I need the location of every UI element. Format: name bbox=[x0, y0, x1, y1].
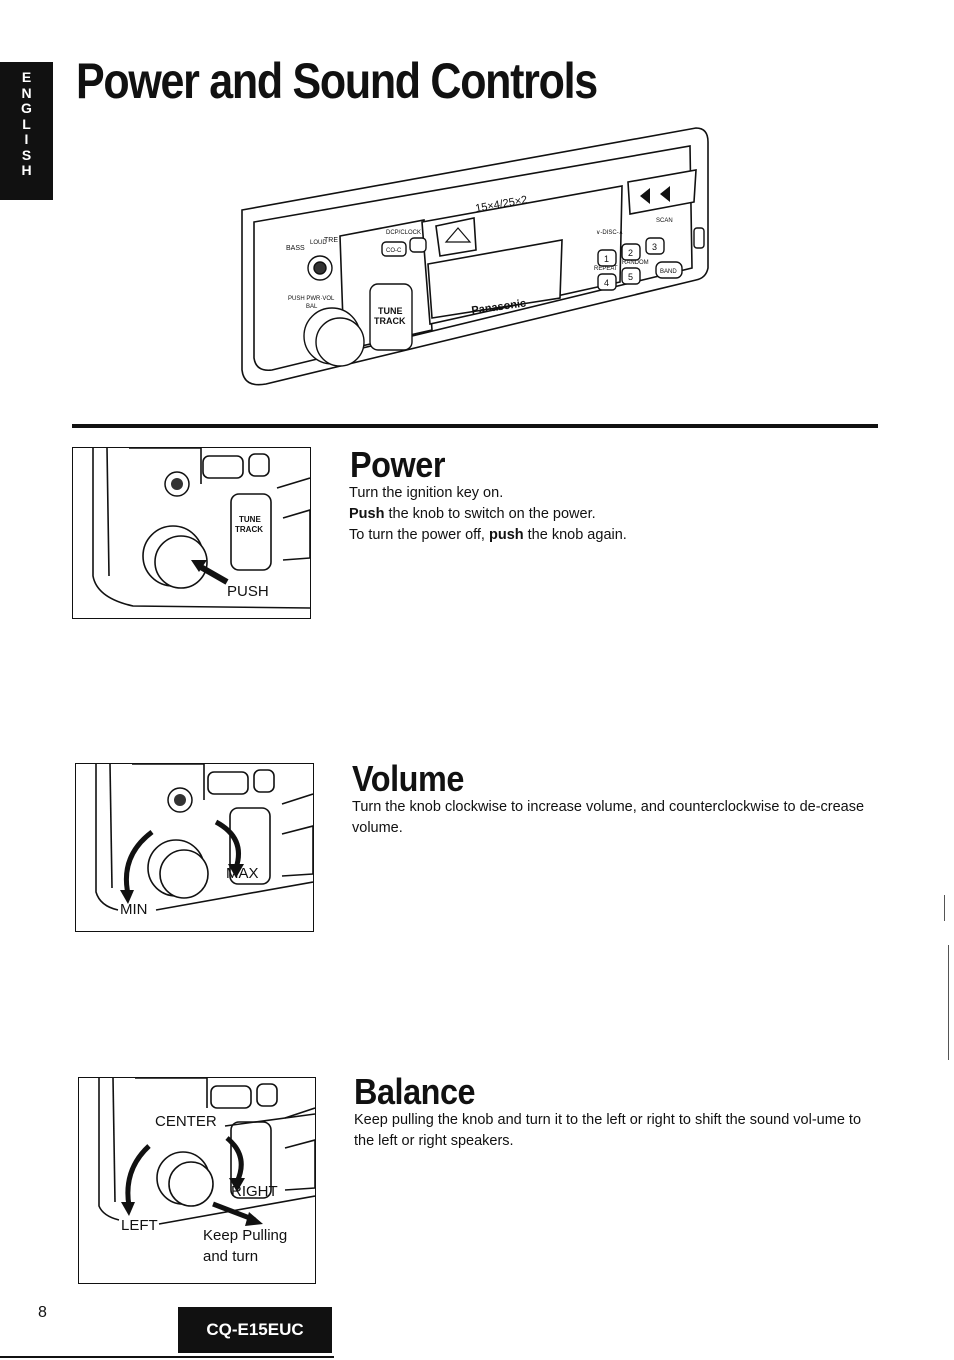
preset-3: 3 bbox=[652, 242, 657, 252]
balance-figure: CENTER RIGHT LEFT Keep Pulling and turn bbox=[78, 1077, 316, 1284]
and-turn-label: and turn bbox=[203, 1248, 258, 1265]
model-number: CQ-E15EUC bbox=[178, 1307, 332, 1353]
power-text: Turn the ignition key on. Push the knob … bbox=[349, 483, 869, 546]
language-letter: L bbox=[22, 115, 31, 132]
fig-track-label: TRACK bbox=[235, 525, 263, 534]
volume-heading: Volume bbox=[352, 758, 464, 799]
push-label: PUSH bbox=[227, 583, 269, 600]
preset-1: 1 bbox=[604, 254, 609, 264]
power-line-1: Turn the ignition key on. bbox=[349, 485, 504, 501]
left-arrow-icon bbox=[121, 1202, 135, 1216]
balance-text: Keep pulling the knob and turn it to the… bbox=[354, 1112, 862, 1149]
language-letter: N bbox=[21, 84, 32, 101]
page-title: Power and Sound Controls bbox=[76, 53, 598, 109]
power-line-3-post: the knob again. bbox=[523, 527, 627, 543]
push-arrow-icon bbox=[191, 560, 207, 572]
preset-4: 4 bbox=[604, 278, 609, 288]
counterclockwise-arrow-icon bbox=[120, 890, 134, 904]
co-c-label: CO-C bbox=[386, 248, 402, 254]
right-label: RIGHT bbox=[231, 1183, 278, 1200]
language-letter: H bbox=[21, 162, 32, 178]
margin-mark bbox=[944, 895, 945, 921]
power-line-2: Push the knob to switch on the power. bbox=[349, 504, 869, 525]
push-pwr-vol-label: PUSH PWR·VOL bbox=[288, 296, 335, 302]
language-letter: S bbox=[21, 146, 32, 163]
power-line-3: To turn the power off, push the knob aga… bbox=[349, 525, 869, 546]
tune-label: TUNE bbox=[378, 306, 403, 316]
stereo-faceplate-illustration: BASS LOUD TRE DCP/CLOCK CO-C PUSH PWR·VO… bbox=[236, 118, 712, 395]
min-label: MIN bbox=[120, 901, 148, 918]
language-letter: I bbox=[24, 131, 29, 147]
power-line-3-pre: To turn the power off, bbox=[349, 527, 489, 543]
repeat-label: REPEAT bbox=[594, 266, 618, 272]
clockwise-arrow-icon bbox=[228, 864, 244, 878]
power-push-bold-2: push bbox=[488, 527, 524, 543]
tre-label: TRE bbox=[324, 237, 338, 244]
power-push-bold: Push bbox=[349, 506, 385, 522]
footer-rule bbox=[0, 1356, 334, 1358]
power-figure: TUNE TRACK PUSH bbox=[72, 447, 311, 619]
balance-heading: Balance bbox=[354, 1071, 476, 1112]
language-letter: E bbox=[21, 69, 32, 85]
band-label: BAND bbox=[660, 269, 677, 275]
scan-label: SCAN bbox=[656, 218, 673, 224]
preset-5: 5 bbox=[628, 272, 633, 282]
loud-label: LOUD bbox=[310, 240, 327, 246]
rewind-icon bbox=[640, 186, 670, 204]
language-letter: G bbox=[21, 100, 32, 116]
margin-mark bbox=[948, 945, 949, 1060]
section-divider bbox=[72, 424, 878, 428]
volume-figure: MAX MIN bbox=[75, 763, 314, 932]
volume-text: Turn the knob clockwise to increase volu… bbox=[352, 799, 865, 836]
max-label: MAX bbox=[226, 865, 259, 882]
random-label: RANDOM bbox=[622, 260, 649, 266]
keep-pulling-label: Keep Pulling bbox=[203, 1227, 287, 1244]
left-label: LEFT bbox=[121, 1217, 158, 1234]
pull-arrow-icon bbox=[245, 1212, 263, 1226]
bass-label: BASS bbox=[286, 245, 305, 252]
preset-2: 2 bbox=[628, 248, 633, 258]
power-line-2-rest: the knob to switch on the power. bbox=[384, 506, 596, 522]
bal-label: BAL bbox=[306, 304, 318, 310]
center-label: CENTER bbox=[155, 1113, 217, 1130]
eject-icon bbox=[444, 227, 472, 243]
language-tab: E N G L I S H bbox=[0, 62, 53, 200]
power-heading: Power bbox=[350, 444, 445, 485]
page-number: 8 bbox=[38, 1304, 47, 1321]
disc-label: ∨-DISC-∧ bbox=[596, 230, 623, 236]
right-arrow-icon bbox=[229, 1178, 245, 1192]
fig-tune-label: TUNE bbox=[239, 515, 261, 524]
track-label: TRACK bbox=[374, 316, 406, 326]
dcp-clock-label: DCP/CLOCK bbox=[386, 230, 421, 236]
